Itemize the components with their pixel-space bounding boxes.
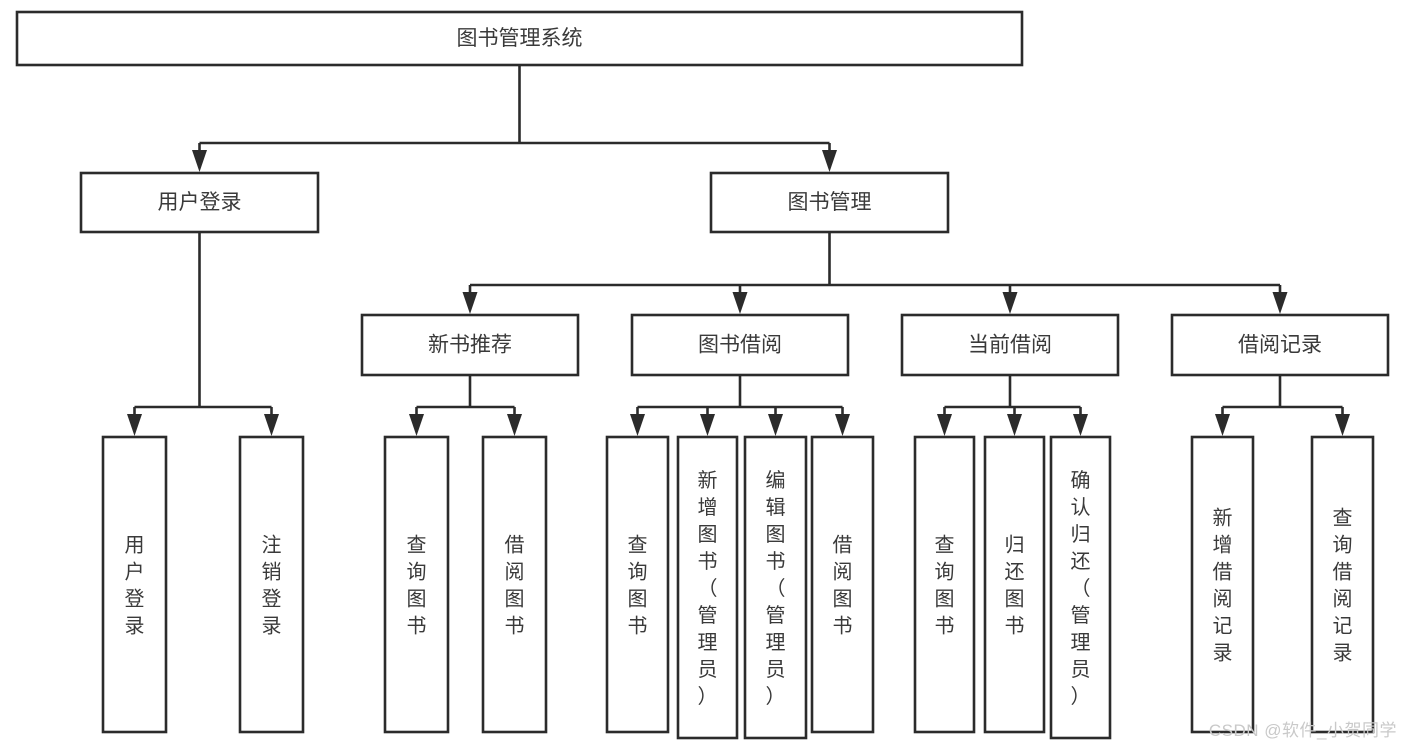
node-leaf-add-book-admin[interactable]: 新增图书（管理员） xyxy=(676,435,739,740)
node-leaf-query-borrow-record[interactable]: 查询借阅记录 xyxy=(1310,435,1375,734)
node-box xyxy=(15,10,1024,67)
node-label: 图书借阅 xyxy=(698,334,782,357)
arrow-head-icon xyxy=(1002,292,1018,314)
arrow-head-icon xyxy=(127,414,142,436)
node-box xyxy=(709,171,950,234)
node-leaf-edit-book-admin[interactable]: 编辑图书（管理员） xyxy=(743,435,808,740)
node-box xyxy=(360,313,580,377)
node-label: 图书管理 xyxy=(788,191,872,214)
node-label: 查询图书 xyxy=(935,534,955,638)
arrow-head-icon xyxy=(462,292,478,314)
node-label: 用户登录 xyxy=(158,191,242,214)
node-label: 当前借阅 xyxy=(968,334,1052,357)
node-leaf-add-borrow-record[interactable]: 新增借阅记录 xyxy=(1190,435,1255,734)
node-label: 编辑图书（管理员） xyxy=(766,469,786,708)
node-user-login[interactable]: 用户登录 xyxy=(79,171,320,234)
node-label: 新增借阅记录 xyxy=(1213,507,1233,665)
arrow-head-icon xyxy=(630,414,645,436)
arrow-head-icon xyxy=(768,414,783,436)
arrow-head-icon xyxy=(1215,414,1230,436)
node-layer: 图书管理系统用户登录图书管理新书推荐图书借阅当前借阅借阅记录用户登录注销登录查询… xyxy=(15,10,1390,740)
arrow-head-icon xyxy=(1007,414,1022,436)
node-label: 查询图书 xyxy=(407,534,427,638)
node-label: 图书管理系统 xyxy=(457,27,583,50)
arrow-head-icon xyxy=(937,414,952,436)
node-leaf-borrow-book-1[interactable]: 借阅图书 xyxy=(481,435,548,734)
node-box xyxy=(900,313,1120,377)
node-book-borrow[interactable]: 图书借阅 xyxy=(630,313,850,377)
arrow-head-icon xyxy=(507,414,522,436)
node-label: 查询借阅记录 xyxy=(1333,507,1353,665)
arrow-head-icon xyxy=(822,150,837,172)
node-leaf-logout[interactable]: 注销登录 xyxy=(238,435,305,734)
node-label: 借阅记录 xyxy=(1238,334,1322,357)
node-new-book-recommend[interactable]: 新书推荐 xyxy=(360,313,580,377)
node-box xyxy=(676,435,739,740)
arrow-head-icon xyxy=(264,414,279,436)
arrow-head-icon xyxy=(1073,414,1088,436)
node-box xyxy=(383,435,450,734)
arrow-head-icon xyxy=(1272,292,1288,314)
node-box xyxy=(810,435,875,734)
node-leaf-query-book-1[interactable]: 查询图书 xyxy=(383,435,450,734)
node-label: 确认归还（管理员） xyxy=(1071,469,1091,708)
node-box xyxy=(79,171,320,234)
node-label: 归还图书 xyxy=(1005,534,1025,638)
arrow-head-icon xyxy=(409,414,424,436)
connector-layer xyxy=(127,65,1350,436)
node-leaf-borrow-book-2[interactable]: 借阅图书 xyxy=(810,435,875,734)
node-box xyxy=(238,435,305,734)
node-box xyxy=(1310,435,1375,734)
node-book-manage[interactable]: 图书管理 xyxy=(709,171,950,234)
arrow-head-icon xyxy=(700,414,715,436)
node-box xyxy=(1170,313,1390,377)
arrow-head-icon xyxy=(192,150,207,172)
node-label: 查询图书 xyxy=(628,534,648,638)
node-leaf-user-login[interactable]: 用户登录 xyxy=(101,435,168,734)
arrow-head-icon xyxy=(835,414,850,436)
csdn-watermark: CSDN @软件_小贺同学 xyxy=(1208,721,1397,740)
node-borrow-record[interactable]: 借阅记录 xyxy=(1170,313,1390,377)
node-box xyxy=(743,435,808,740)
node-leaf-confirm-return-admin[interactable]: 确认归还（管理员） xyxy=(1049,435,1112,740)
node-label: 借阅图书 xyxy=(505,534,525,638)
arrow-head-icon xyxy=(732,292,748,314)
node-box xyxy=(481,435,548,734)
node-box xyxy=(983,435,1046,734)
arrow-head-icon xyxy=(1335,414,1350,436)
node-box xyxy=(630,313,850,377)
node-leaf-query-book-2[interactable]: 查询图书 xyxy=(605,435,670,734)
node-box xyxy=(1190,435,1255,734)
node-root[interactable]: 图书管理系统 xyxy=(15,10,1024,67)
node-label: 用户登录 xyxy=(125,535,145,638)
node-box xyxy=(1049,435,1112,740)
node-leaf-query-book-3[interactable]: 查询图书 xyxy=(913,435,976,734)
node-label: 注销登录 xyxy=(262,534,282,638)
node-label: 借阅图书 xyxy=(833,534,853,638)
node-label: 新增图书（管理员） xyxy=(698,469,718,708)
node-box xyxy=(101,435,168,734)
node-current-borrow[interactable]: 当前借阅 xyxy=(900,313,1120,377)
node-box xyxy=(605,435,670,734)
node-box xyxy=(913,435,976,734)
node-label: 新书推荐 xyxy=(428,334,512,357)
node-leaf-return-book[interactable]: 归还图书 xyxy=(983,435,1046,734)
